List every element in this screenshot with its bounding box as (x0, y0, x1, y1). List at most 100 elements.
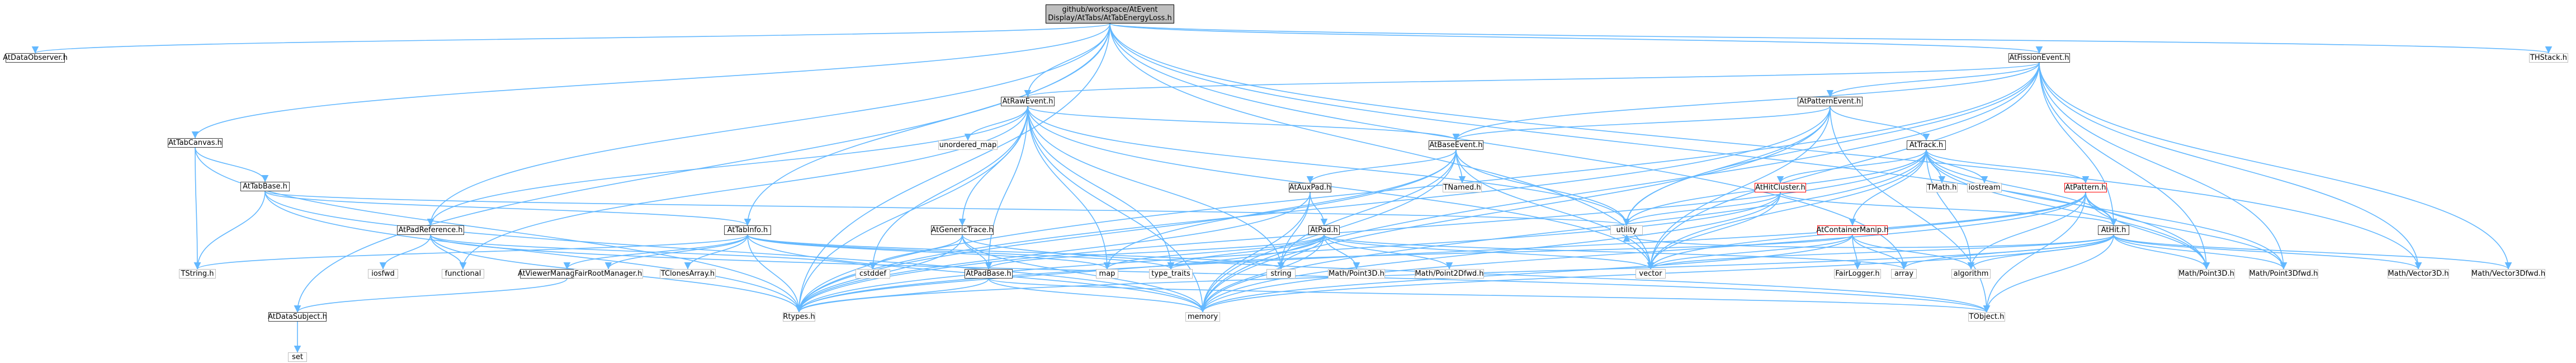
node-label: AtBaseEvent.h (1429, 141, 1483, 149)
edge-attabinfo-to-string (747, 234, 1285, 270)
node-label: Math/Point3D.h (2178, 270, 2234, 278)
node-atpadbase[interactable]: AtPadBase.h (965, 269, 1013, 279)
edge-atfissionevent-to-athit (2039, 62, 2117, 226)
edge-atrawevent-to-rtypes (795, 106, 1028, 313)
edge-attabcanvas-to-attabbase (195, 147, 269, 182)
edge-atbaseevent-to-vector (1455, 149, 1655, 270)
node-atgenerictrace[interactable]: AtGenericTrace.h (931, 225, 994, 235)
edge-atrawevent-to-atpadbase (985, 106, 1028, 270)
node-label: AtPad.h (1310, 226, 1338, 234)
node-tstring[interactable]: TString.h (179, 269, 216, 279)
node-atpadreference[interactable]: AtPadReference.h (397, 225, 464, 235)
node-attrack[interactable]: AtTrack.h (1907, 140, 1946, 150)
node-atcontainermanip[interactable]: AtContainerManip.h (1817, 225, 1888, 235)
node-label: AtDataSubject.h (268, 313, 327, 321)
node-tmath[interactable]: TMath.h (1926, 183, 1958, 192)
node-set[interactable]: set (288, 352, 307, 362)
node-functional[interactable]: functional (442, 269, 484, 279)
node-mathvector3d[interactable]: Math/Vector3D.h (2388, 269, 2449, 279)
node-label: AtTabBase.h (243, 182, 287, 191)
edge-attabcanvas-to-tstring (193, 147, 201, 270)
node-iosfwd[interactable]: iosfwd (368, 269, 398, 279)
node-mathpoint2dfwd[interactable]: Math/Point2Dfwd.h (1415, 269, 1484, 279)
edge-atpad-to-atpadbase (985, 234, 1325, 270)
edge-atauxpad-to-rtypes (795, 192, 1311, 313)
node-label: AtDataObserver.h (3, 54, 68, 62)
edge-atpadbase-to-tobject (988, 278, 1990, 313)
node-label: TObject.h (1969, 313, 2005, 321)
node-array[interactable]: array (1891, 269, 1917, 279)
node-atauxpad[interactable]: AtAuxPad.h (1289, 183, 1331, 192)
root-file-path-line1: github/workspace/AtEvent (1062, 6, 1158, 14)
node-map[interactable]: map (1096, 269, 1118, 279)
node-iostream[interactable]: iostream (1967, 183, 2002, 192)
node-mathpoint3d[interactable]: Math/Point3D.h (1328, 269, 1385, 279)
edge-attabinfo-to-atviewermanagersubject (563, 234, 748, 270)
edge-atpattern-to-memory (1199, 192, 2086, 313)
node-label: FairRootManager.h (574, 270, 642, 278)
edge-atfissionevent-to-vector (1647, 62, 2040, 270)
node-label: AtPadReference.h (398, 226, 463, 234)
node-tclonesarray[interactable]: TClonesArray.h (660, 269, 716, 279)
edge-atfissionevent-to-mathpoint3d_b (2039, 62, 2210, 270)
edge-atpattern-to-rtypes (795, 192, 2086, 313)
edge-atpad-to-memory (1199, 234, 1325, 313)
edge-atrawevent-to-atbaseevent (1027, 106, 1460, 141)
root-file-node[interactable]: github/workspace/AtEvent Display/AtTabs/… (1046, 4, 1174, 23)
node-mathpoint3d-b[interactable]: Math/Point3D.h (2178, 269, 2235, 279)
node-vector[interactable]: vector (1636, 269, 1666, 279)
edge-root-to-atpadreference (427, 23, 1110, 226)
node-fairlogger[interactable]: FairLogger.h (1834, 269, 1881, 279)
edge-attabcanvas-to-rtypes (195, 147, 803, 313)
node-atdatasubject[interactable]: AtDataSubject.h (268, 312, 327, 322)
node-atpad[interactable]: AtPad.h (1308, 225, 1340, 235)
edge-atbaseevent-to-rtypes (795, 149, 1457, 313)
edge-atpattern-to-algorithm (1967, 192, 2086, 270)
edge-atfissionevent-to-atbaseevent (1452, 62, 2040, 141)
node-unordered-map[interactable]: unordered_map (938, 140, 998, 150)
node-mathpoint3dfwd[interactable]: Math/Point3Dfwd.h (2249, 269, 2318, 279)
node-atrawevent[interactable]: AtRawEvent.h (1001, 97, 1055, 106)
node-rtypes[interactable]: Rtypes.h (783, 312, 815, 322)
edge-atbaseevent-to-string (1277, 149, 1457, 270)
node-atpatternevent[interactable]: AtPatternEvent.h (1798, 97, 1863, 106)
edge-atpatternevent-to-attrack (1830, 106, 1930, 141)
edge-atcontainermanip-to-vector (1647, 234, 1853, 270)
node-mathvector3dfwd[interactable]: Math/Vector3Dfwd.h (2471, 269, 2545, 279)
node-athitcluster[interactable]: AtHitCluster.h (1755, 183, 1806, 192)
edge-atpad-to-type_traits (1167, 234, 1325, 270)
node-tnamed[interactable]: TNamed.h (1443, 183, 1482, 192)
edge-atrawevent-to-string (1027, 106, 1285, 270)
node-attabcanvas[interactable]: AtTabCanvas.h (168, 138, 223, 148)
node-fairrootmanager[interactable]: FairRootManager.h (574, 269, 643, 279)
node-label: TMath.h (1927, 183, 1957, 192)
node-label: utility (1616, 226, 1637, 234)
node-algorithm[interactable]: algorithm (1951, 269, 1991, 279)
node-attabinfo[interactable]: AtTabInfo.h (724, 225, 771, 235)
node-label: unordered_map (939, 141, 997, 149)
edge-atfissionevent-to-atpatternevent (1826, 62, 2040, 97)
node-athit[interactable]: AtHit.h (2098, 225, 2129, 235)
node-atpattern[interactable]: AtPattern.h (2064, 183, 2107, 192)
edge-atpatternevent-to-memory (1199, 106, 1831, 313)
node-label: AtPadBase.h (966, 270, 1012, 278)
edge-atrawevent-to-cstddef (869, 106, 1028, 270)
node-string[interactable]: string (1266, 269, 1296, 279)
node-label: THStack.h (2530, 54, 2568, 62)
node-cstddef[interactable]: cstddef (855, 269, 890, 279)
node-label: iostream (1968, 183, 2001, 192)
node-attabbase[interactable]: AtTabBase.h (240, 182, 290, 191)
node-label: Math/Point3Dfwd.h (2249, 270, 2318, 278)
edge-atrawevent-to-map (1027, 106, 1111, 270)
node-type-traits[interactable]: type_traits (1149, 269, 1193, 279)
node-atfissionevent[interactable]: AtFissionEvent.h (2008, 53, 2070, 63)
node-label: AtTrack.h (1909, 141, 1944, 149)
node-atbaseevent[interactable]: AtBaseEvent.h (1429, 140, 1483, 150)
edge-atbaseevent-to-atauxpad (1306, 149, 1457, 183)
node-label: Math/Vector3D.h (2388, 270, 2449, 278)
node-thstack[interactable]: THStack.h (2529, 53, 2568, 63)
node-memory[interactable]: memory (1185, 312, 1220, 322)
node-atdataobserver[interactable]: AtDataObserver.h (3, 53, 68, 63)
node-utility[interactable]: utility (1610, 225, 1643, 235)
node-tobject[interactable]: TObject.h (1968, 312, 2005, 322)
